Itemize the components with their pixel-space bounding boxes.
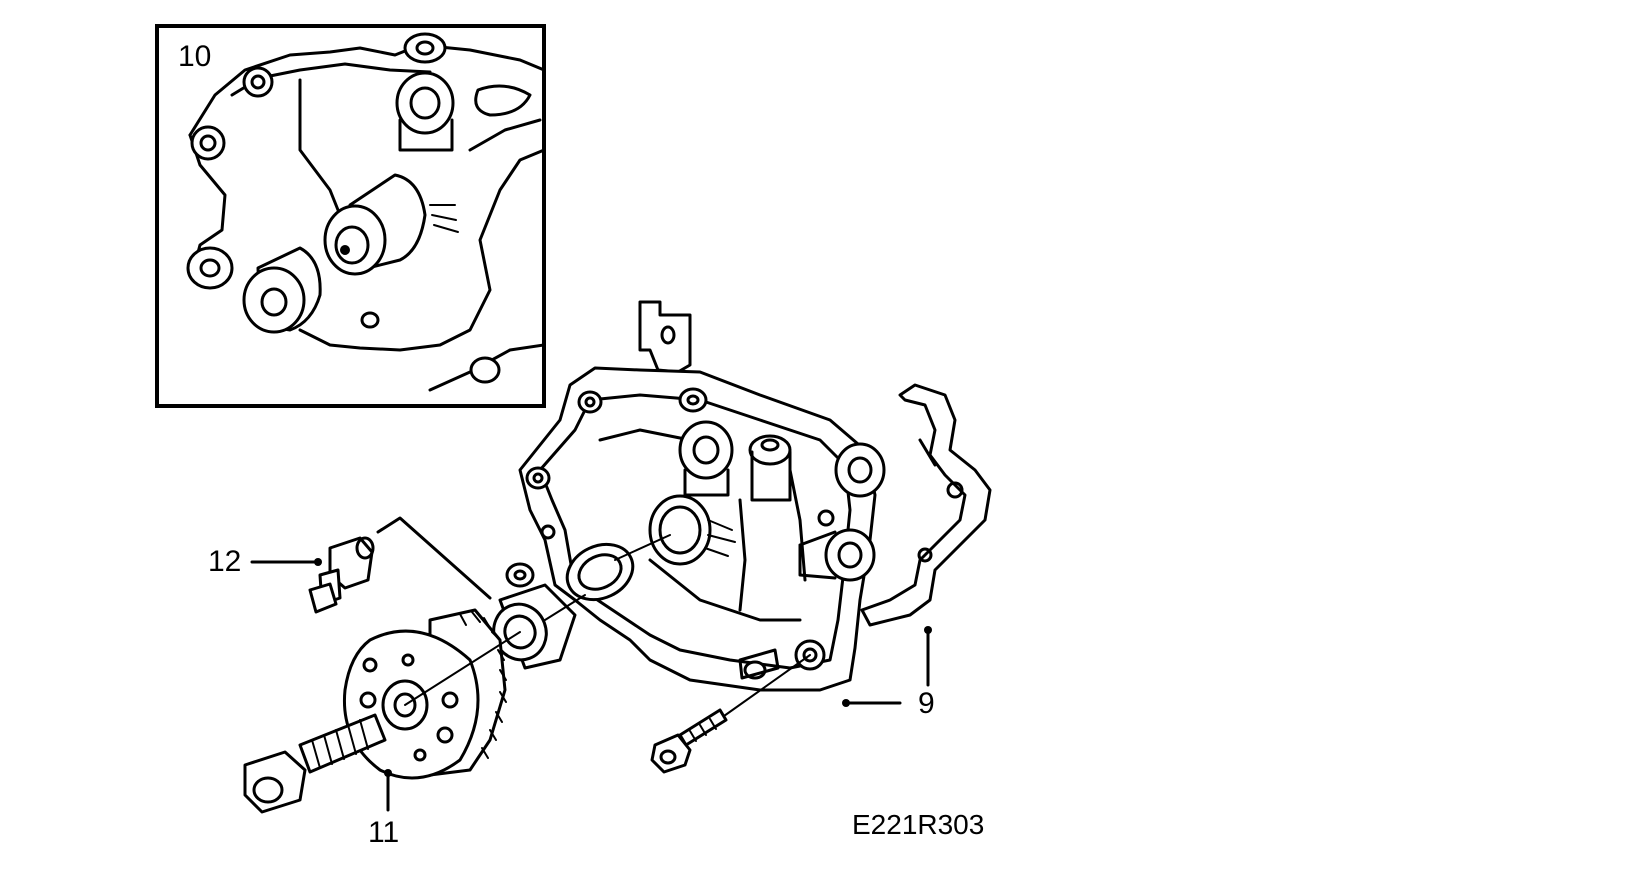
inset-detail-panel [155,24,546,408]
figure-code: E221R303 [852,809,985,840]
callout-11: 11 [368,816,400,849]
seal-ring-drawing [565,542,635,602]
cover-housing-drawing [505,300,886,692]
callout-12: 12 [208,545,242,578]
leader-lines [250,516,932,812]
gasket-drawing [860,383,992,627]
inset-label-10: 10 [178,40,212,73]
timing-gear-drawing [342,608,507,780]
bolt-drawing [243,713,387,814]
bushing-drawing [492,583,577,670]
callout-9: 9 [918,687,935,720]
housing-screw-drawing [650,708,728,774]
sensor-drawing [308,536,375,614]
